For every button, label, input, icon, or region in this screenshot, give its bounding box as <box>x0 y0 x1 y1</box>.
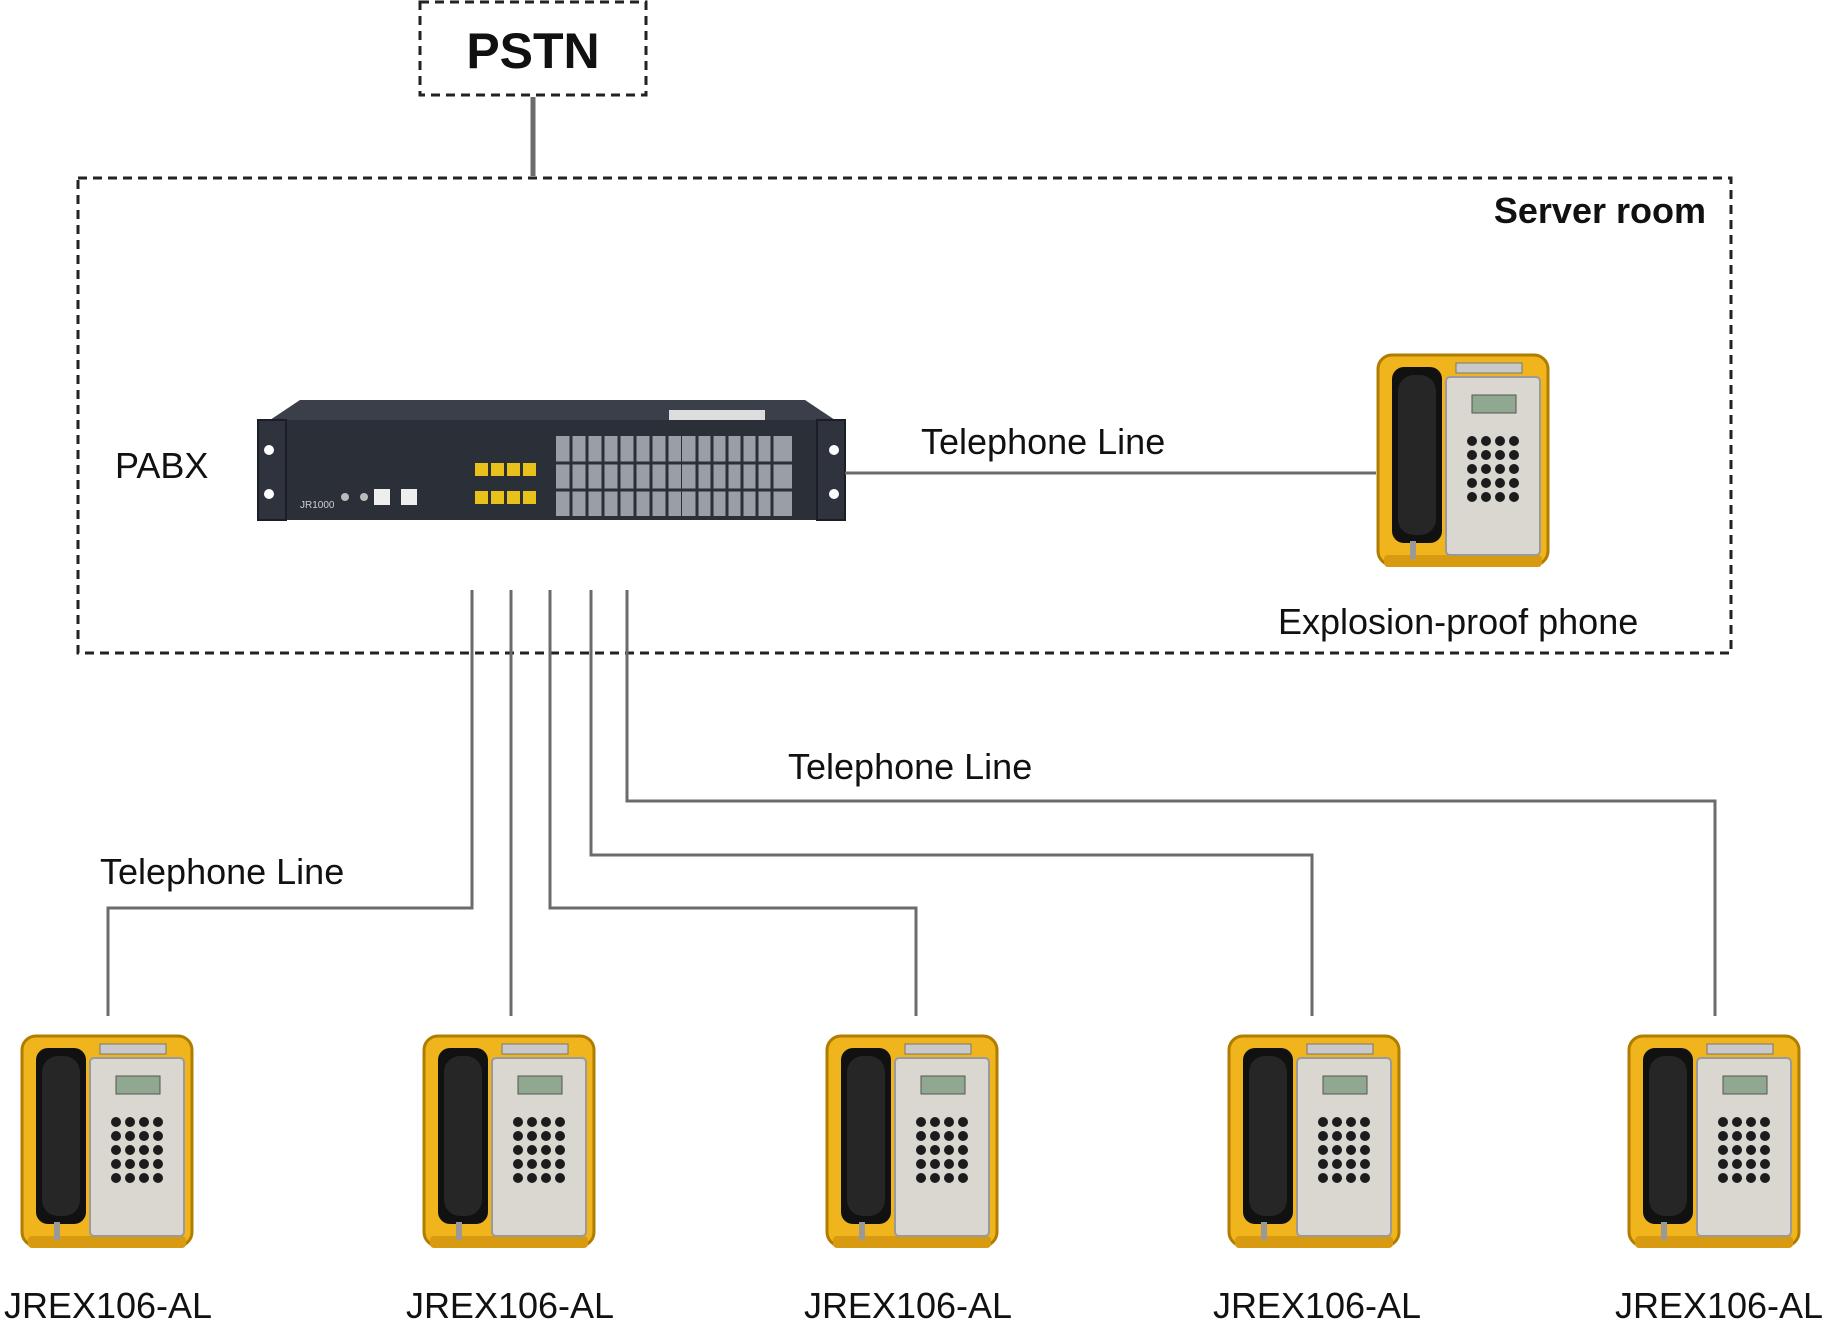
telephone-line-label-left: Telephone Line <box>100 851 345 892</box>
phone-1 <box>20 1034 194 1250</box>
phone-5-model: JREX106-AL <box>1614 1285 1824 1326</box>
phone-5 <box>1627 1034 1801 1250</box>
line-to-phone-1 <box>106 590 474 1016</box>
pabx-label: PABX <box>115 445 209 486</box>
line-to-phone-5 <box>625 590 1717 1016</box>
phone-3 <box>825 1034 999 1250</box>
phone-4-model: JREX106-AL <box>1212 1285 1422 1326</box>
pabx-device: JR1000 <box>257 400 846 521</box>
telephone-line-label-right: Telephone Line <box>788 746 1033 787</box>
explosion-proof-phone-label: Explosion-proof phone <box>1278 601 1639 642</box>
phone-3-model: JREX106-AL <box>803 1285 1013 1326</box>
server-room-box <box>76 176 1733 655</box>
phone-2-model: JREX106-AL <box>405 1285 615 1326</box>
line-to-phone-4 <box>589 590 1314 1016</box>
phone-2 <box>422 1034 596 1250</box>
phone-1-model: JREX106-AL <box>3 1285 213 1326</box>
line-to-phone-3 <box>548 590 918 1016</box>
pstn-box <box>418 0 648 97</box>
pstn-label: PSTN <box>466 23 600 79</box>
telephone-line-label-explosion: Telephone Line <box>921 421 1166 462</box>
pabx-model-text: JR1000 <box>300 500 335 511</box>
phone-lines <box>106 590 1717 1016</box>
phone-4 <box>1227 1034 1401 1250</box>
server-room-label: Server room <box>1493 190 1706 231</box>
explosion-proof-phone <box>1376 353 1550 569</box>
